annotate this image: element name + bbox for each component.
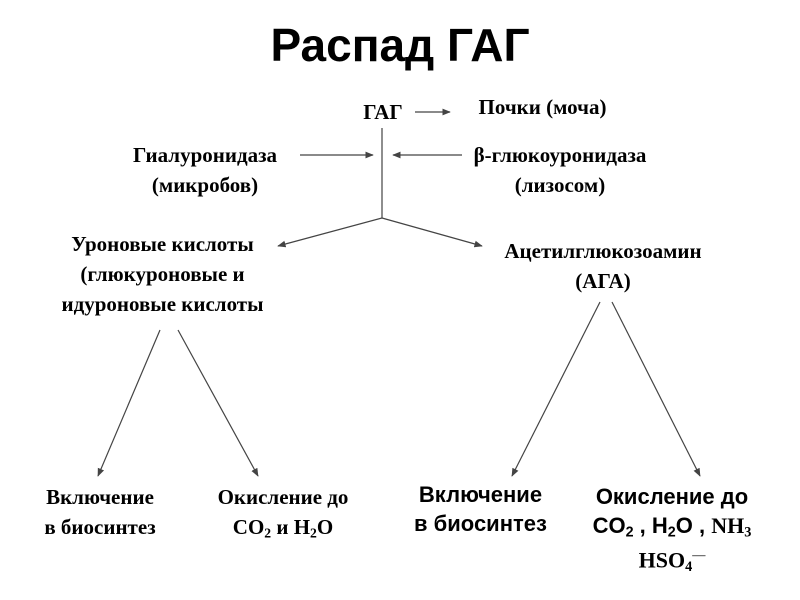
right-inclusion-line2: в биосинтез: [414, 511, 547, 536]
node-aga: Ацетилглюкозоамин (АГА): [478, 236, 728, 296]
glucuronidase-line1: β-глюкоуронидаза: [473, 143, 647, 167]
hso-subscript: 4: [685, 558, 693, 575]
h-subscript: 2: [310, 525, 317, 541]
page-title: Распад ГАГ: [270, 19, 530, 71]
and-h-text: и H: [271, 515, 311, 539]
uronic-line1: Уроновые кислоты: [71, 232, 254, 256]
o-text: O: [316, 515, 334, 539]
hyaluronidase-line1: Гиалуронидаза: [132, 143, 278, 167]
arrow-to-uronic: [277, 217, 383, 248]
nh-text: NH: [711, 513, 745, 538]
left-inclusion-line1: Включение: [46, 485, 154, 509]
sep2-text: ,: [692, 513, 712, 538]
co-text: CO: [232, 515, 265, 539]
h-subscript: 2: [667, 524, 676, 541]
o-text: O: [675, 513, 693, 538]
node-hyaluronidase: Гиалуронидаза (микробов): [110, 140, 300, 200]
right-inclusion-line1: Включение: [418, 482, 543, 507]
uronic-line2: (глюкуроновые и: [80, 262, 245, 286]
glucuronidase-line2: (лизосом): [514, 173, 606, 197]
node-left-inclusion: Включение в биосинтез: [20, 482, 180, 542]
arrow-to-aga: [381, 217, 483, 248]
left-oxidation-formula: CO2 и H2O: [193, 512, 373, 542]
node-uronic-acids: Уроновые кислоты (глюкуроновые и идуроно…: [30, 229, 295, 319]
hso-text: HSO: [638, 547, 686, 573]
arrow-aga-to-inclusion: [511, 301, 601, 477]
aga-line2: (АГА): [575, 269, 631, 293]
co-subscript: 2: [625, 524, 634, 541]
hyaluronidase-line2: (микробов): [151, 173, 259, 197]
arrow-uronic-to-oxidation: [177, 329, 259, 477]
co-subscript: 2: [264, 525, 272, 541]
right-oxidation-hso4: HSO4—: [572, 540, 772, 574]
right-oxidation-formula: CO2 , H2O , NH3: [572, 511, 772, 540]
sep-h-text: , H: [633, 513, 668, 538]
node-kidneys: Почки (моча): [478, 95, 607, 119]
node-gag: ГАГ: [363, 100, 403, 124]
left-inclusion-line2: в биосинтез: [44, 515, 156, 539]
co-text: CO: [592, 513, 626, 538]
aga-line1: Ацетилглюкозоамин: [504, 239, 702, 263]
node-glucuronidase: β-глюкоуронидаза (лизосом): [462, 140, 658, 200]
nh-subscript: 3: [744, 524, 752, 541]
node-left-oxidation: Окисление до CO2 и H2O: [193, 482, 373, 542]
uronic-line3: идуроновые кислоты: [61, 292, 264, 316]
node-right-oxidation: Окисление до CO2 , H2O , NH3 HSO4—: [572, 482, 772, 574]
right-oxidation-line1: Окисление до: [595, 484, 749, 509]
hso-charge: —: [692, 547, 706, 562]
arrow-uronic-to-inclusion: [97, 329, 161, 477]
left-oxidation-line1: Окисление до: [217, 485, 349, 509]
node-right-inclusion: Включение в биосинтез: [398, 480, 563, 538]
arrow-aga-to-oxidation: [611, 301, 701, 477]
